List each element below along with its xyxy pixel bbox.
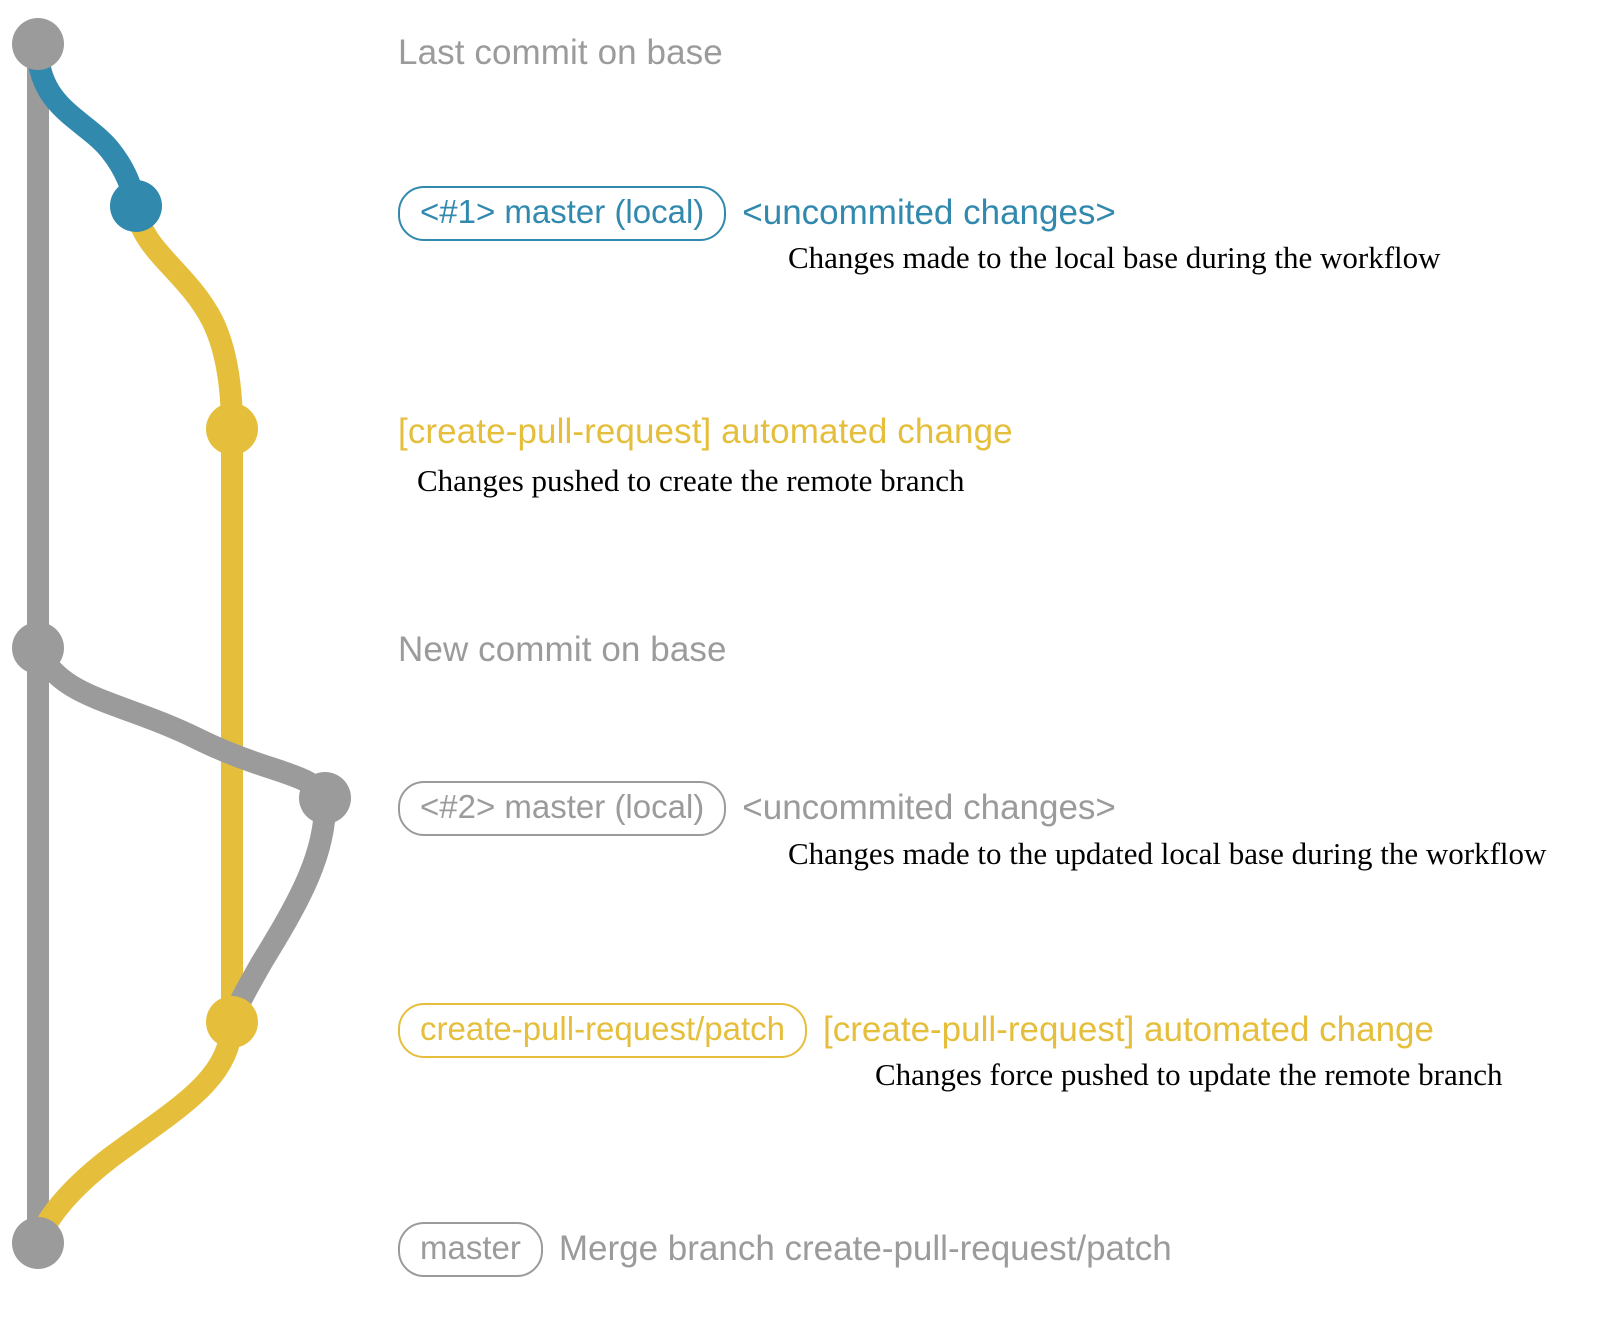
branch-badge-create-pull-request-patch[interactable]: create-pull-request/patch xyxy=(398,1003,808,1058)
edge-patch2-to-merge xyxy=(27,1011,243,1254)
node-last-commit-on-base[interactable] xyxy=(12,18,64,70)
edge-local1-to-patch1 xyxy=(125,195,243,440)
node-automated-change-2[interactable] xyxy=(206,996,258,1048)
annotation-merge-master: master Merge branch create-pull-request/… xyxy=(398,1222,1172,1277)
commit-nodes xyxy=(12,18,351,1269)
annotation-automated-change-2: create-pull-request/patch [create-pull-r… xyxy=(398,1003,1434,1058)
commit-description-automated-change-2: Changes force pushed to update the remot… xyxy=(875,1057,1503,1092)
annotation-last-commit-on-base: Last commit on base xyxy=(398,33,723,73)
commit-title-automated-change-1: [create-pull-request] automated change xyxy=(398,412,1013,451)
branch-badge-master[interactable]: master xyxy=(398,1222,543,1277)
annotation-automated-change-1: [create-pull-request] automated change xyxy=(398,412,1013,452)
commit-title-master-local-1: <uncommited changes> xyxy=(742,193,1116,233)
commit-title-new-commit-on-base: New commit on base xyxy=(398,630,727,669)
node-new-commit-on-base[interactable] xyxy=(12,622,64,674)
annotation-master-local-1: <#1> master (local) <uncommited changes> xyxy=(398,186,1116,241)
node-merge-master[interactable] xyxy=(12,1217,64,1269)
node-automated-change-1[interactable] xyxy=(206,403,258,455)
node-master-local-2[interactable] xyxy=(299,772,351,824)
commit-title-automated-change-2: [create-pull-request] automated change xyxy=(823,1010,1434,1050)
node-master-local-1[interactable] xyxy=(110,180,162,232)
annotation-new-commit-on-base: New commit on base xyxy=(398,630,727,670)
commit-description-master-local-2: Changes made to the updated local base d… xyxy=(788,836,1547,871)
annotation-master-local-2: <#2> master (local) <uncommited changes> xyxy=(398,781,1116,836)
branch-badge-master-local-2[interactable]: <#2> master (local) xyxy=(398,781,727,836)
branch-badge-master-local-1[interactable]: <#1> master (local) xyxy=(398,186,727,241)
commit-description-master-local-1: Changes made to the local base during th… xyxy=(788,240,1441,275)
commit-title-master-local-2: <uncommited changes> xyxy=(742,788,1116,828)
commit-title-merge-master: Merge branch create-pull-request/patch xyxy=(558,1229,1172,1269)
edge-base2-to-local2 xyxy=(27,637,336,809)
commit-title-last-commit-on-base: Last commit on base xyxy=(398,33,723,72)
commit-description-automated-change-1: Changes pushed to create the remote bran… xyxy=(417,463,965,498)
